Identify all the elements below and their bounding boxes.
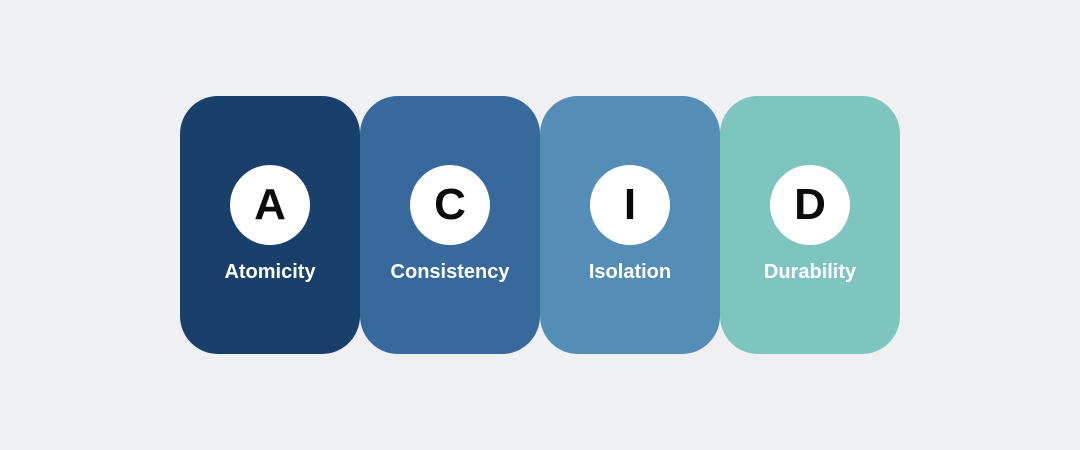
durability-label: Durability: [763, 261, 857, 283]
durability-letter-circle: D: [770, 165, 850, 245]
card-durability: D Durability: [720, 96, 900, 354]
card-consistency: C Consistency: [360, 96, 540, 354]
card-isolation: I Isolation: [540, 96, 720, 354]
durability-letter: D: [794, 180, 826, 229]
consistency-letter-circle: C: [410, 165, 490, 245]
card-atomicity: A Atomicity: [180, 96, 360, 354]
isolation-letter-circle: I: [590, 165, 670, 245]
isolation-label: Isolation: [588, 261, 672, 283]
atomicity-letter: A: [254, 180, 286, 229]
atomicity-label: Atomicity: [224, 261, 316, 283]
atomicity-letter-circle: A: [230, 165, 310, 245]
consistency-label: Consistency: [390, 261, 510, 283]
cards-row: A Atomicity C Consistency I Isolation D …: [180, 96, 900, 354]
consistency-letter: C: [434, 180, 466, 229]
isolation-letter: I: [623, 180, 637, 229]
